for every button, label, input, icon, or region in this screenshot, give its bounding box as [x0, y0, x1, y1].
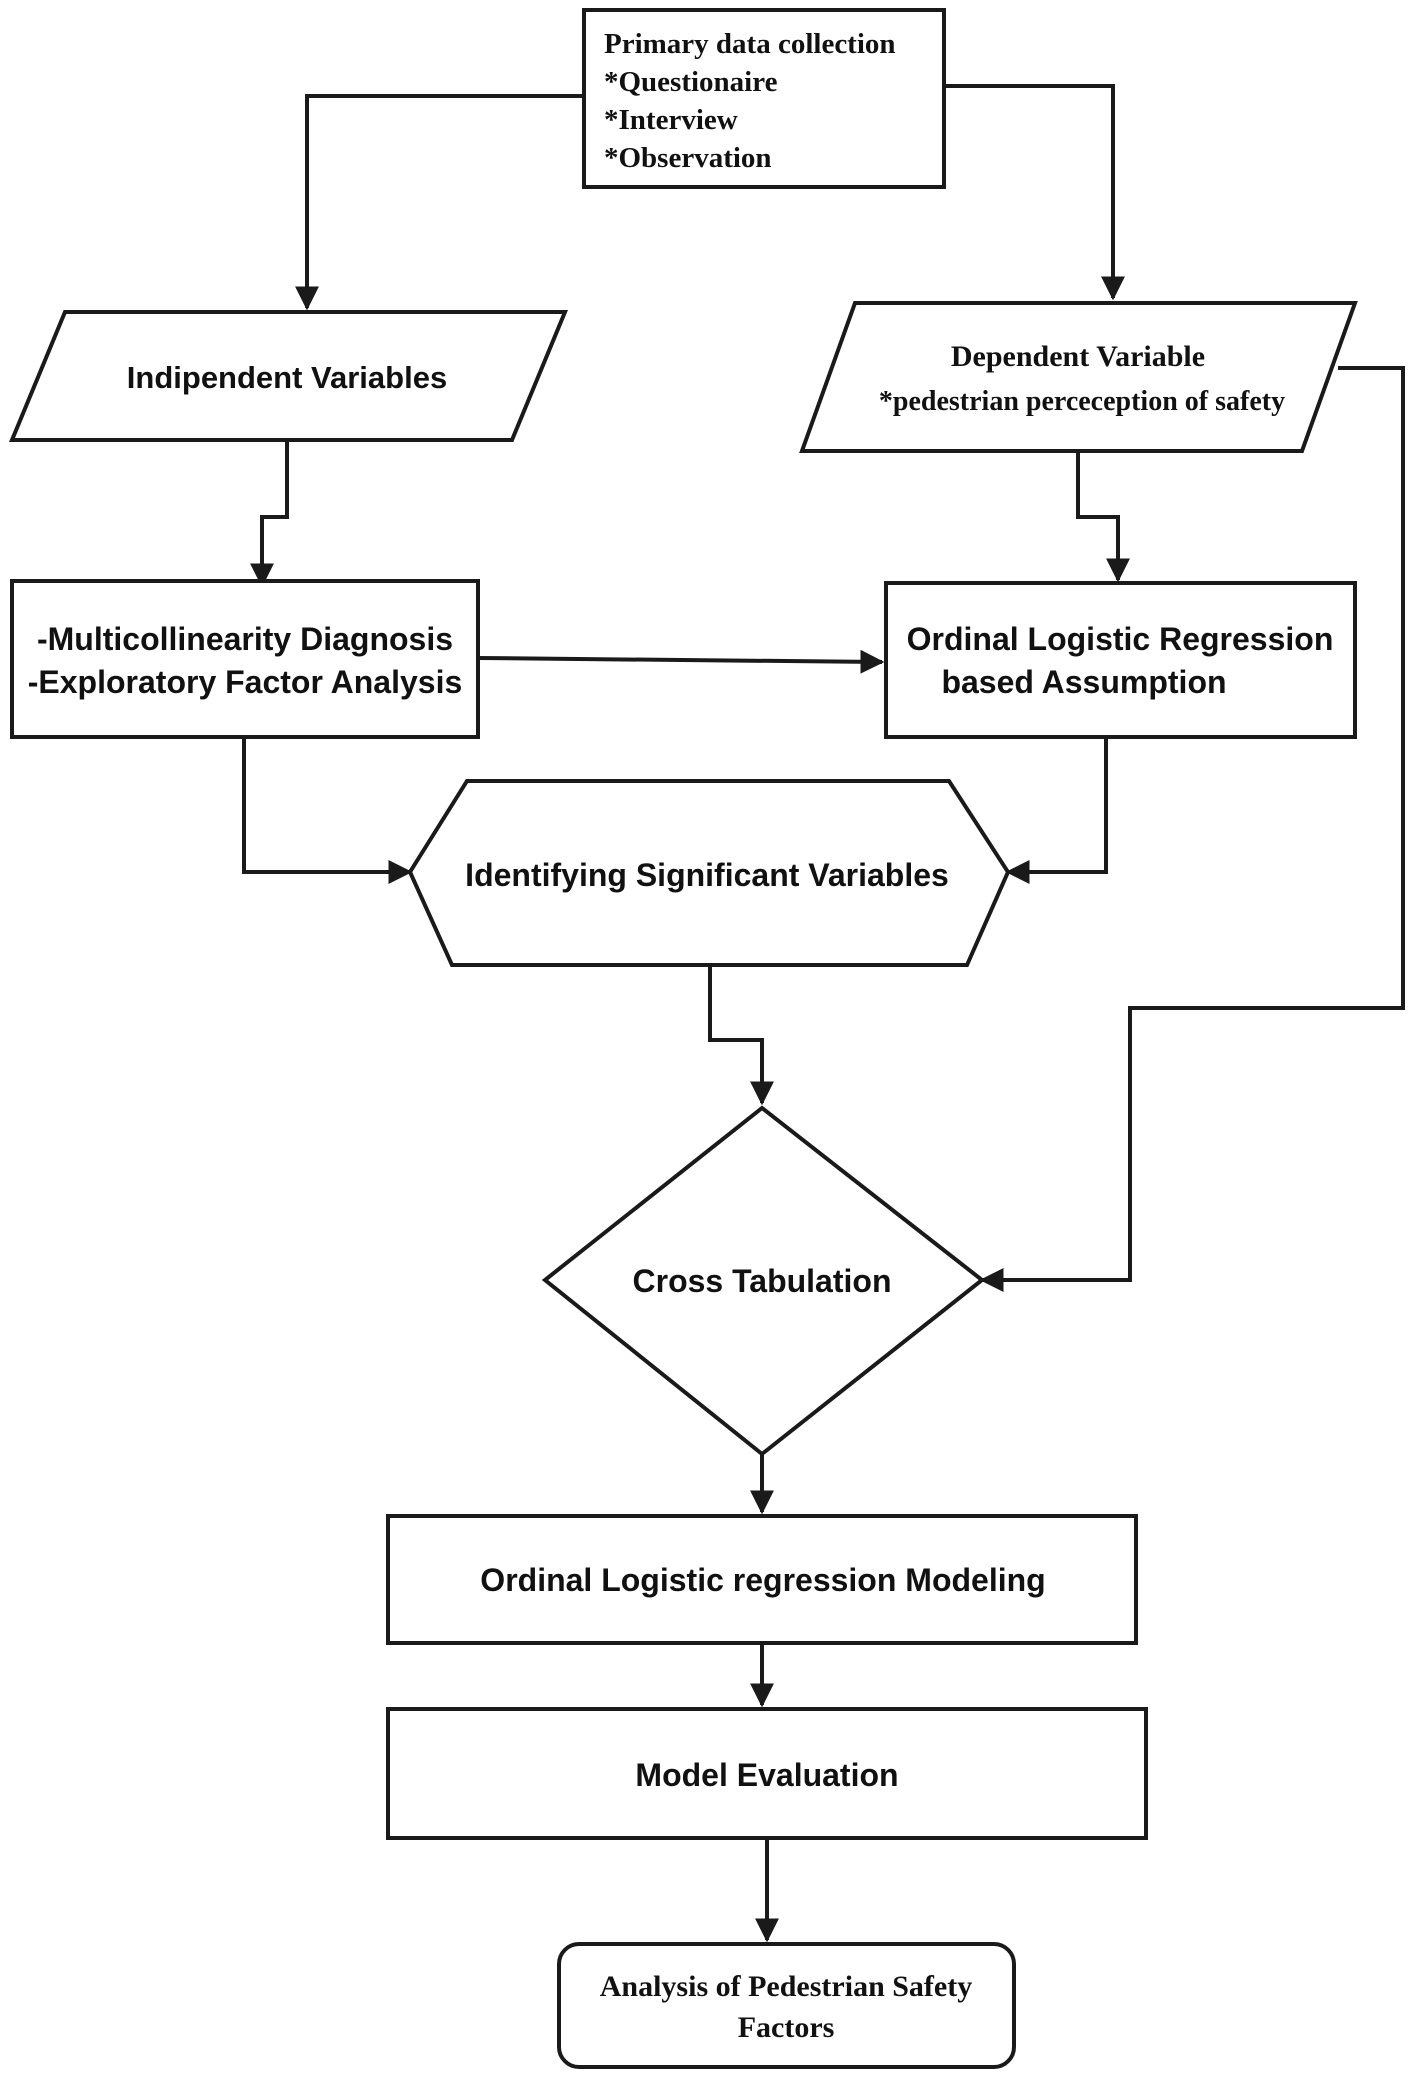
- connectors: [242, 84, 1405, 1943]
- node-dependent-variable: Dependent Variable *pedestrian percecept…: [799, 301, 1358, 453]
- modeling-label: Ordinal Logistic regression Modeling: [480, 1562, 1045, 1598]
- node-identifying-significant-variables: Identifying Significant Variables: [407, 779, 1011, 967]
- node-multicollinearity-efa: -Multicollinearity Diagnosis -Explorator…: [10, 579, 480, 739]
- primary-title: Primary data collection: [604, 28, 896, 60]
- diagnosis-line-2: -Exploratory Factor Analysis: [28, 664, 463, 700]
- analysis-line-1: Analysis of Pedestrian Safety: [600, 1970, 972, 2003]
- edge-dependent-to-crosstab: [979, 366, 1405, 1292]
- primary-item-observation: *Observation: [604, 142, 772, 174]
- edge-dependent-to-assumption: [1076, 452, 1130, 583]
- node-primary-data-collection: Primary data collection *Questionaire *I…: [582, 8, 946, 189]
- edge-assumption-to-significant: [1005, 737, 1108, 884]
- edge-diagnosis-to-significant: [242, 737, 413, 884]
- analysis-line-2: Factors: [738, 2011, 835, 2044]
- cross-tab-label: Cross Tabulation: [633, 1263, 892, 1299]
- dependent-subtitle: *pedestrian perceception of safety: [879, 386, 1285, 417]
- edge-significant-to-crosstab: [708, 965, 774, 1106]
- edge-diagnosis-to-assumption: [477, 649, 885, 674]
- assumption-line-2: based Assumption: [941, 664, 1226, 700]
- evaluation-label: Model Evaluation: [635, 1757, 898, 1793]
- node-cross-tabulation: Cross Tabulation: [541, 1105, 986, 1457]
- assumption-line-1: Ordinal Logistic Regression: [907, 621, 1334, 657]
- node-independent-variables: Indipendent Variables: [9, 310, 568, 442]
- significant-label: Identifying Significant Variables: [465, 857, 949, 893]
- edge-independent-to-diagnosis: [250, 442, 289, 588]
- primary-item-interview: *Interview: [604, 104, 738, 136]
- node-model-evaluation: Model Evaluation: [386, 1707, 1148, 1840]
- independent-label: Indipendent Variables: [127, 360, 447, 395]
- primary-item-questionnaire: *Questionaire: [604, 66, 778, 98]
- diagnosis-line-1: -Multicollinearity Diagnosis: [37, 621, 453, 657]
- edge-primary-to-dependent: [944, 84, 1125, 301]
- edge-primary-to-independent: [295, 94, 584, 311]
- node-olr-assumption: Ordinal Logistic Regression based Assump…: [884, 581, 1357, 739]
- node-analysis-pedestrian-safety: Analysis of Pedestrian Safety Factors: [557, 1942, 1016, 2069]
- node-olr-modeling: Ordinal Logistic regression Modeling: [386, 1514, 1138, 1645]
- dependent-title: Dependent Variable: [951, 340, 1205, 373]
